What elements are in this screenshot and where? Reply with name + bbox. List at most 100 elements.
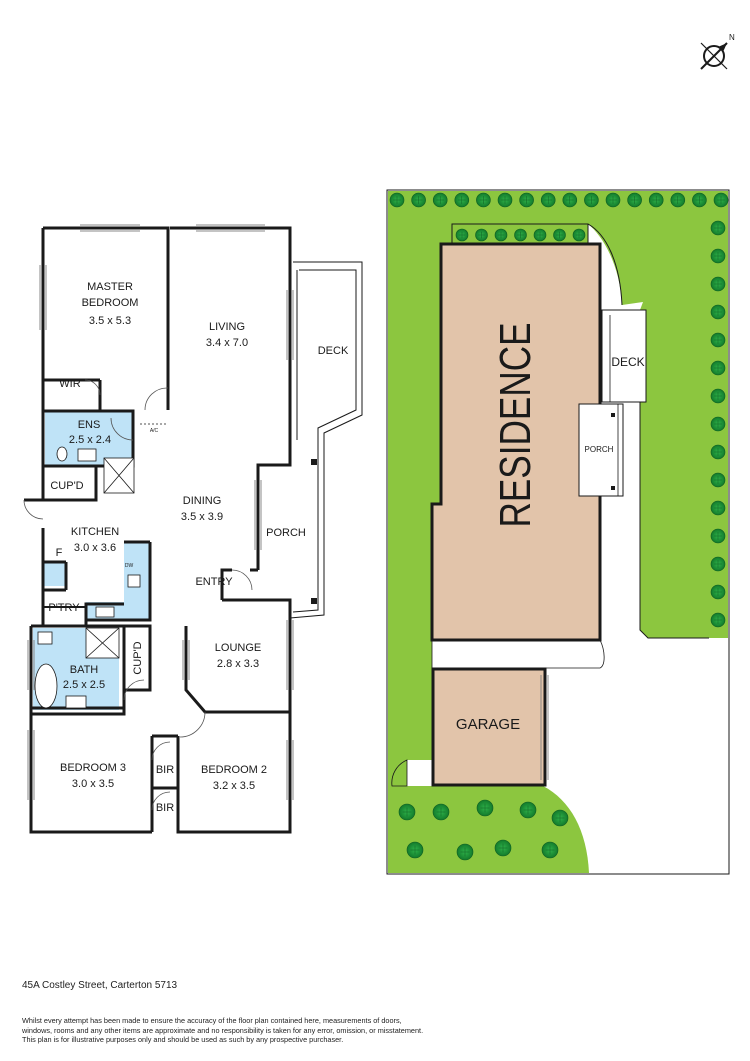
tree-detail [630, 196, 639, 204]
tree-detail [522, 196, 531, 204]
floor-plan-fixtures [34, 446, 141, 709]
tree-detail [575, 231, 583, 239]
site-deck [601, 309, 647, 403]
fridge-space [44, 562, 66, 586]
tree-detail [555, 813, 565, 823]
tree-detail [544, 196, 553, 204]
compass-icon: N [700, 33, 735, 70]
bedroom3-size: 3.0 x 3.5 [72, 778, 114, 790]
property-address: 45A Costley Street, Carterton 5713 [22, 980, 178, 991]
disclaimer-line-3: This plan is for illustrative purposes o… [22, 1035, 344, 1045]
tree-detail [673, 196, 682, 204]
kitchen-bench-area [124, 542, 150, 602]
side-path-edge [639, 310, 709, 639]
bir2-label: BIR [156, 802, 174, 814]
living-size: 3.4 x 7.0 [206, 337, 248, 349]
tree-detail [523, 805, 533, 815]
site-post-top [611, 413, 615, 417]
bir1-label: BIR [156, 764, 174, 776]
tree-detail [714, 588, 722, 596]
tree-detail [536, 231, 544, 239]
tree-detail [393, 196, 401, 204]
tree-detail [501, 196, 509, 204]
tree-detail [717, 196, 725, 204]
tree-detail [714, 616, 722, 624]
dining-size: 3.5 x 3.9 [181, 511, 223, 523]
tree-detail [587, 196, 596, 204]
tree-detail [479, 196, 488, 204]
garage-building [431, 667, 547, 787]
bedroom3-label: BEDROOM 3 [60, 762, 126, 774]
tree-detail [480, 803, 490, 813]
deck-label: DECK [318, 345, 349, 357]
tree-detail [714, 448, 722, 456]
kitchen-size: 3.0 x 3.6 [74, 542, 116, 554]
dining-label: DINING [183, 495, 222, 507]
tree-detail [460, 847, 470, 857]
cooktop-icon [127, 574, 141, 588]
lounge-size: 2.8 x 3.3 [217, 658, 259, 670]
living-label: LIVING [209, 321, 245, 333]
tree-detail [714, 280, 722, 288]
post-top [311, 459, 317, 465]
cupd-bath-label: CUP'D [132, 641, 144, 674]
lawn-bottom [388, 786, 589, 873]
kitchen-label: KITCHEN [71, 526, 119, 538]
bathtub-icon [34, 663, 58, 709]
tree-detail [556, 231, 563, 239]
disclaimer-line-1: Whilst every attempt has been made to en… [22, 1016, 402, 1025]
tree-detail [497, 231, 505, 239]
tree-detail [517, 231, 524, 239]
path-curve [587, 223, 623, 306]
lawn-top [388, 191, 728, 210]
lounge-label: LOUNGE [215, 642, 261, 654]
ens-size: 2.5 x 2.4 [69, 434, 111, 446]
tree-detail [652, 196, 661, 204]
entry-label: ENTRY [195, 576, 233, 588]
tree-detail [714, 224, 722, 232]
tree-detail [458, 231, 466, 239]
post-bottom [311, 598, 317, 604]
site-trees [389, 192, 729, 861]
tree-detail [498, 843, 508, 853]
wir-label: WIR [59, 378, 80, 390]
tree-detail [714, 560, 722, 568]
site-deck-label: DECK [611, 355, 644, 369]
path-left [407, 760, 432, 786]
site-boundary [386, 189, 730, 875]
floor-plan: MASTER BEDROOM 3.5 x 5.3 LIVING 3.4 x 7.… [23, 224, 363, 834]
vanity-ens [77, 448, 97, 462]
floor-plan-doors [23, 379, 253, 811]
site-post-bottom [611, 486, 615, 490]
tree-detail [714, 308, 722, 316]
tree-detail [402, 807, 412, 817]
master-bedroom-label-2: BEDROOM [82, 297, 139, 309]
tree-detail [410, 845, 420, 855]
tree-detail [714, 336, 722, 344]
site-porch [578, 403, 624, 497]
tree-detail [714, 532, 722, 540]
disclaimer: Whilst every attempt has been made to en… [22, 1016, 542, 1045]
porch-label: PORCH [266, 527, 306, 539]
cupd-top-label: CUP'D [50, 480, 83, 492]
garage-label: GARAGE [456, 716, 520, 733]
fridge-label: F [56, 547, 63, 559]
deck-outline [289, 261, 363, 619]
bedroom2-label: BEDROOM 2 [201, 764, 267, 776]
sink-icon [95, 606, 115, 618]
lawn-inner-main [407, 210, 709, 786]
ens-label: ENS [78, 419, 101, 431]
tree-detail [478, 231, 485, 239]
master-bedroom-label: MASTER [87, 281, 133, 293]
tree-detail [714, 392, 722, 400]
tree-detail [565, 196, 574, 204]
dishwasher-label: DW [125, 563, 134, 569]
master-bedroom-size: 3.5 x 5.3 [89, 315, 131, 327]
tree-detail [457, 196, 466, 204]
tree-detail [436, 196, 445, 204]
floor-plan-walls [24, 226, 292, 834]
tree-detail [714, 364, 722, 372]
bath-label: BATH [70, 664, 99, 676]
residence-building [430, 242, 602, 642]
